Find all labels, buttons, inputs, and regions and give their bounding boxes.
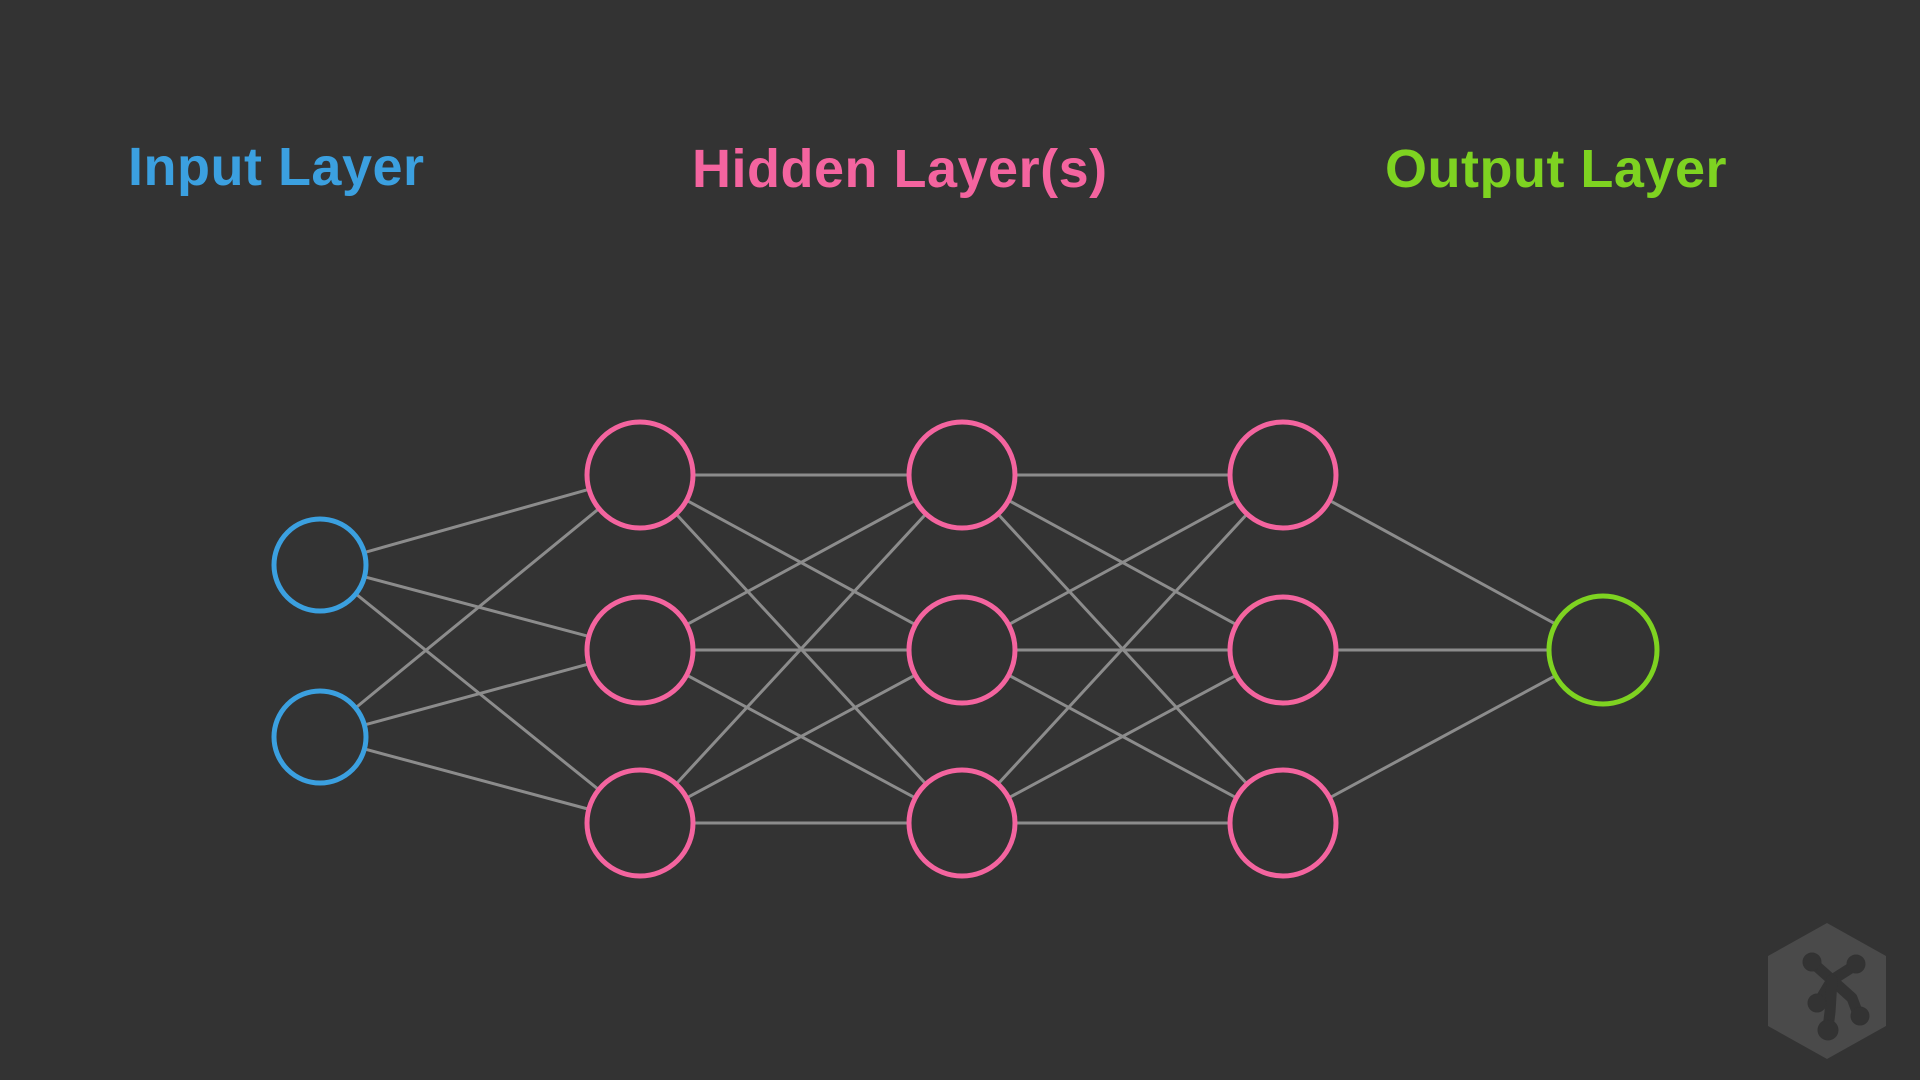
connection-edge bbox=[674, 512, 928, 786]
connection-edge bbox=[1007, 498, 1238, 627]
connection-edge bbox=[1328, 498, 1558, 626]
node-h3a[interactable] bbox=[1227, 419, 1339, 531]
connection-edge bbox=[362, 575, 591, 638]
neuron-branch-shape bbox=[1802, 952, 1870, 1041]
node-h3b[interactable] bbox=[1227, 594, 1339, 706]
connection-edge bbox=[354, 592, 601, 792]
connection-edge bbox=[685, 498, 917, 627]
node-o1[interactable] bbox=[1546, 593, 1660, 707]
node-h1c[interactable] bbox=[584, 767, 696, 879]
connection-edge bbox=[362, 662, 591, 727]
nodes-group bbox=[271, 419, 1660, 879]
connection-edge bbox=[996, 512, 1249, 786]
node-h2b[interactable] bbox=[906, 594, 1018, 706]
node-i1[interactable] bbox=[271, 516, 369, 614]
connections-group bbox=[354, 473, 1558, 825]
connection-edge bbox=[354, 507, 601, 710]
node-h1a[interactable] bbox=[584, 419, 696, 531]
connection-edge bbox=[685, 673, 917, 800]
node-h3c[interactable] bbox=[1227, 767, 1339, 879]
connection-edge bbox=[1328, 674, 1557, 800]
connection-edge bbox=[362, 487, 591, 555]
hexagon-neuron-logo-icon bbox=[1768, 923, 1886, 1059]
connection-edge bbox=[362, 747, 591, 811]
connection-edge bbox=[1007, 673, 1238, 800]
node-h1b[interactable] bbox=[584, 594, 696, 706]
node-h2a[interactable] bbox=[906, 419, 1018, 531]
node-i2[interactable] bbox=[271, 688, 369, 786]
node-h2c[interactable] bbox=[906, 767, 1018, 879]
